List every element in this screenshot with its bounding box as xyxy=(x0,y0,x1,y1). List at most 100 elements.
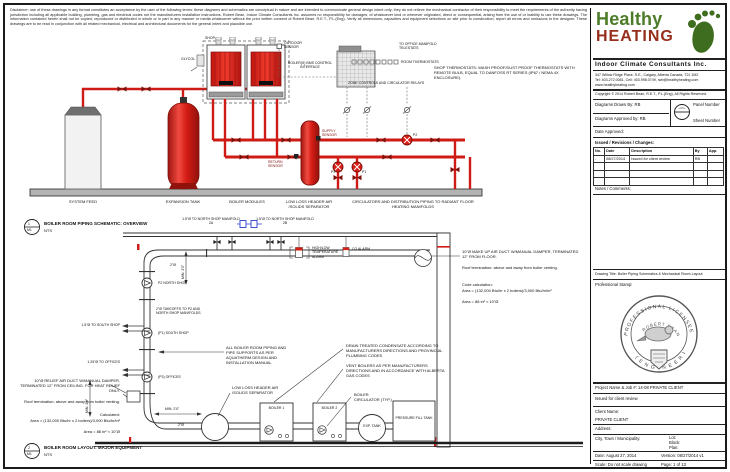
manifold-symbol-b xyxy=(250,220,258,228)
relief-air-damper xyxy=(126,390,141,403)
block-label: Block: xyxy=(669,439,681,445)
date-approved: Date Approved: xyxy=(595,129,624,134)
relief-duct-note: 10"Ø RELIEF AIR DUCT W/MANUAL DAMPER, TE… xyxy=(20,378,120,393)
roof-termination-note-left: Roof termination: above and away from bo… xyxy=(24,399,120,404)
disclaimer-text: Disclaimer: use of these drawings in any… xyxy=(10,8,587,27)
ref1-title: BOILER ROOM PIPING SCHEMATIC: OVERVIEW xyxy=(44,221,148,226)
pipe-2in-bottom-label: 2"Ø xyxy=(178,423,184,427)
manifold-2a-label: 1.5"Ø TO NORTH SHOP MANIFOLD 2A xyxy=(182,217,240,226)
client-name: PRIVATE CLIENT xyxy=(595,416,629,422)
logo-healthy-text: Healthy xyxy=(596,9,663,29)
rev-cell: - xyxy=(592,154,606,163)
boiler-circulator-note: BOILER CIRCULATOR (TYP.) xyxy=(354,392,392,402)
panel-number-label: Panel Number xyxy=(693,102,720,107)
rev-col-no: No. xyxy=(592,147,606,156)
title-block: Healthy HEATING Indoor Climate Consultan… xyxy=(590,8,727,467)
d1-group xyxy=(24,37,483,235)
llh-separator-graphic xyxy=(201,413,229,441)
ref1-sheet: M1 xyxy=(27,228,32,232)
rev-row-3 xyxy=(592,169,725,178)
expansion-tank-label: EXPANSION TANK xyxy=(165,199,201,204)
glycol-tank xyxy=(196,54,205,67)
page-line: Page: 1 of 13 xyxy=(661,461,686,467)
rev-cell xyxy=(592,177,606,186)
glycol-label: GLYCOL xyxy=(181,57,195,61)
plan-label: Plan: xyxy=(669,444,679,450)
sheet-border xyxy=(3,3,727,469)
copyright-line: Copyright © 2014 Robert Bean, R.E.T., P.… xyxy=(595,92,708,96)
aquatherm-piping-note: ALL BOILER ROOM PIPING AND PIPE SUPPORTS… xyxy=(226,345,287,365)
rev-cell xyxy=(592,162,606,171)
office-manifold-label: TO OFFICE MANIFOLD TELESTATS xyxy=(399,42,437,51)
ref1-scale: NTS xyxy=(44,227,52,233)
ref2-scale: NTS xyxy=(44,451,52,457)
rev-row-2 xyxy=(592,162,725,171)
return-sensor-label: RETURN SENSOR xyxy=(268,160,283,169)
rev-row-4 xyxy=(592,177,725,186)
notes-heading: Notes / Comments: xyxy=(595,186,631,191)
rev-cell xyxy=(692,177,708,186)
rev-cell xyxy=(604,162,631,171)
co-alarm-label: CO ALARM xyxy=(352,247,371,251)
boiler-b-graphic xyxy=(246,37,286,100)
boiler1-graphic xyxy=(259,402,294,442)
llh2-note: LOW LOSS HEADER AIR /SOLIDS SEPARATOR xyxy=(232,385,279,395)
rev-row-1: - 08/27/2014 Issued for client review RB xyxy=(592,154,725,163)
pipe-2in-top-label: 2"Ø xyxy=(170,263,176,267)
ref1-number: 1 xyxy=(28,221,30,226)
rev-col-date: Date xyxy=(604,147,631,156)
zone-controls-label: ZONE CONTROLS AND CIRCULATOR RELAYS xyxy=(348,81,425,85)
south-shop-label: 1.5"Ø TO SOUTH SHOP xyxy=(81,323,120,327)
brand-address: 347 Willow Ridge Place, S.E., Calgary, A… xyxy=(595,72,699,77)
rev-cell xyxy=(629,177,694,186)
pump-p2 xyxy=(401,134,413,146)
ref2-title: BOILER ROOM LAYOUT: MAJOR EQUIPMENT xyxy=(44,445,143,450)
professional-stamp: PROFESSIONAL LICENSEE ( E N G I N E E R … xyxy=(606,288,698,373)
logo-heating-text: HEATING xyxy=(596,28,674,45)
version-line: Version: 08/27/2014 v1 xyxy=(661,452,704,458)
client-label: Client Name: xyxy=(595,408,620,414)
rev-col-app: App. xyxy=(706,147,725,156)
d1-floor xyxy=(29,188,483,197)
ref-bubble-1 xyxy=(24,219,40,235)
ref-bubble-2 xyxy=(24,443,40,459)
p1-tag: P1 xyxy=(362,170,367,174)
sheet-number-label: Sheet Number xyxy=(693,118,720,123)
footprint-icon xyxy=(688,10,721,53)
llh-label: LOW LOSS HEADER AIR /SOLIDS SEPARATOR xyxy=(285,199,333,209)
bms-interface-label: BOILER(S) BMS CONTROL INTERFACE xyxy=(287,61,333,70)
boiler-interface-boundary xyxy=(202,40,290,104)
d2-group xyxy=(24,220,583,459)
boiler2-label: BOILER 2 xyxy=(321,406,338,410)
supply-sensor-label: SUPPLY SENSOR xyxy=(322,129,337,138)
lot-label: Lot: xyxy=(669,434,676,440)
vent-boilers-note: VENT BOILERS AS PER MANUFACTURERS DIRECT… xyxy=(346,363,445,378)
exp-tank-graphic xyxy=(358,414,386,442)
rev-cell xyxy=(629,162,694,171)
rev-cell: RB xyxy=(692,154,708,163)
pump-p1-south-shop xyxy=(141,327,153,339)
rev-cell xyxy=(604,169,631,178)
supply-return-headers xyxy=(213,138,465,159)
pressure-fill-tank-graphic xyxy=(392,400,436,442)
code-calc-line1: Area = (132,000 Btu/hr x 2 boilers)/3,00… xyxy=(462,288,552,293)
p3-tag: P3 xyxy=(331,170,336,174)
drawn-by: Diagrams Drawn By: RB xyxy=(595,102,641,107)
calc-heading: Calculated: xyxy=(99,412,120,417)
boiler1-label: BOILER 1 xyxy=(268,406,285,410)
drawing-area: 1 M1 BOILER ROOM PIPING SCHEMATIC: OVERV… xyxy=(10,36,589,464)
pump-p2-north-shop xyxy=(141,277,153,289)
rev-cell xyxy=(692,162,708,171)
zone-control-panel xyxy=(336,50,376,88)
calc-line1: Area = (132,000 Btu/hr x 2 boilers)/3,00… xyxy=(30,418,120,423)
roof-termination-note-right: Roof termination: above and away from bo… xyxy=(462,265,558,270)
stamp-beaver xyxy=(636,325,674,342)
schematic-canvas xyxy=(24,37,583,459)
low-loss-header-graphic xyxy=(300,120,320,186)
city-label: City, Town / Municipality: xyxy=(595,436,641,441)
pump-p3-offices xyxy=(141,371,153,383)
revision-table: No. Date Description By App. - 08/27/201… xyxy=(592,147,725,186)
code-calc-heading: Code calculation: xyxy=(462,282,493,287)
rev-cell: 08/27/2014 xyxy=(604,154,631,163)
